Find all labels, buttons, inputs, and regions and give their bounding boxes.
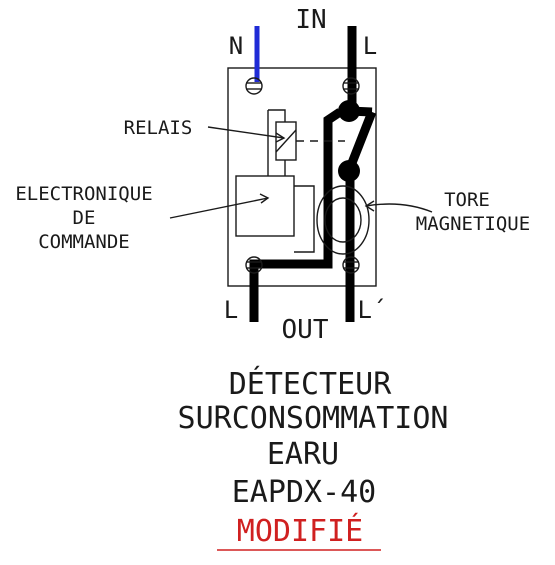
callout-relais: RELAIS: [124, 117, 193, 139]
label-line-in: L: [363, 32, 377, 60]
magnetic-toroid: [294, 185, 370, 255]
terminal-top-left: [245, 77, 263, 95]
callout-electronique-1: ELECTRONIQUE: [15, 183, 152, 205]
title-line-1: DÉTECTEUR: [229, 366, 392, 402]
modified-stamp: MODIFIÉ: [237, 513, 363, 549]
callout-tore-2: MAGNETIQUE: [416, 213, 530, 235]
terminal-bottom-right: [342, 256, 360, 274]
leader-tore: [364, 200, 433, 213]
callout-tore-1: TORE: [444, 189, 490, 211]
leader-electronique: [169, 193, 270, 219]
label-neutral: N: [229, 32, 243, 60]
label-line-out-right: L´: [358, 296, 387, 324]
contact-point-upper: [338, 100, 360, 122]
label-in: IN: [295, 5, 326, 35]
terminal-top-right: [342, 77, 360, 95]
control-electronics-box: [235, 175, 295, 237]
title-line-3: EARU: [267, 437, 339, 472]
contact-point-lower: [338, 160, 360, 182]
switch-blade: [345, 110, 377, 170]
title-line-2: SURCONSOMMATION: [178, 401, 449, 436]
title-line-4: EAPDX-40: [232, 475, 377, 510]
callout-electronique-2: DE: [73, 207, 96, 229]
leader-relais: [207, 126, 286, 143]
relay-coil: [267, 109, 345, 176]
callout-electronique-3: COMMANDE: [38, 231, 130, 253]
terminal-bottom-left: [245, 256, 263, 274]
label-line-out-left: L: [224, 296, 238, 324]
device-enclosure: [227, 67, 377, 287]
internal-conductor: [249, 108, 343, 322]
label-out: OUT: [282, 315, 329, 345]
